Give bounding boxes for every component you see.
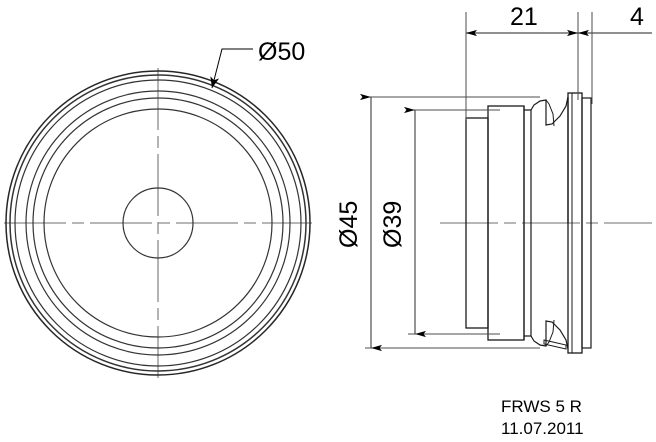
surround-outer-circle <box>25 90 291 356</box>
frame-profile-upper <box>524 109 532 223</box>
cone-outer-circle <box>43 108 273 338</box>
dimension-diameter-39: Ø39 <box>379 106 500 338</box>
diameter-45-label: Ø45 <box>335 201 363 248</box>
outer-rim-inner-circle <box>14 79 302 367</box>
depth-21-label: 21 <box>510 3 538 31</box>
gasket-strip-lower <box>543 339 567 350</box>
frame-profile-lower <box>524 223 532 337</box>
dustcap-circle <box>122 187 194 259</box>
outer-rim-mid-circle <box>9 74 307 372</box>
drawing-date-label: 11.07.2011 <box>501 419 584 438</box>
surround-inner-circle <box>32 97 284 349</box>
cone-surround-upper <box>530 96 569 126</box>
dimension-depth-4: 4 <box>578 3 652 104</box>
cone-sweep-upper <box>545 99 555 127</box>
front-view-rings <box>5 70 311 376</box>
dimension-depth-21: 21 <box>465 3 579 120</box>
front-view-centerlines <box>4 68 312 378</box>
cone-sweep-lower <box>545 319 555 347</box>
front-flange-outer-lip <box>581 97 592 349</box>
part-number-label: FRWS 5 R <box>501 397 582 416</box>
outer-rim-outer-circle <box>5 70 311 376</box>
side-section-view: Ø45 Ø39 21 4 <box>335 3 652 354</box>
titleblock: FRWS 5 R 11.07.2011 <box>501 397 584 438</box>
diameter-50-label: Ø50 <box>258 38 305 66</box>
diameter-50-leader <box>210 48 253 89</box>
cone-surround-lower <box>530 320 569 350</box>
diameter-50-leader-line <box>210 48 253 89</box>
depth-4-label: 4 <box>630 3 644 31</box>
dimension-diameter-45: Ø45 <box>335 93 540 352</box>
diameter-39-label: Ø39 <box>379 201 407 248</box>
front-view: Ø50 <box>4 38 312 378</box>
